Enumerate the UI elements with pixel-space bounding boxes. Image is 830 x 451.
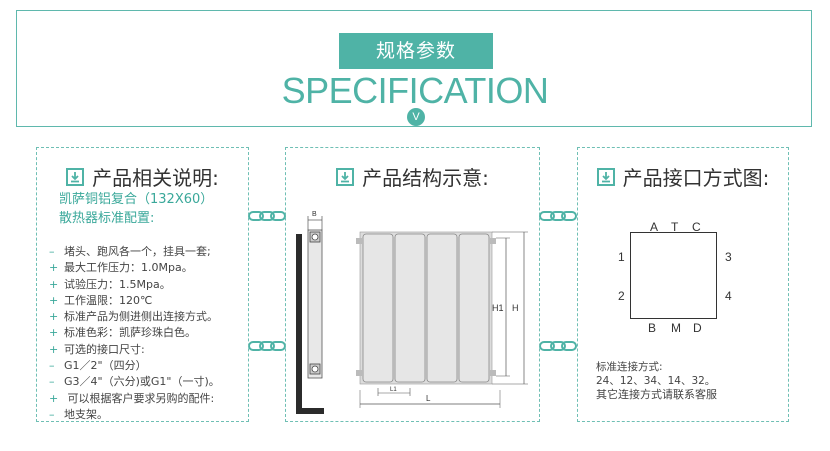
chain-link-icon bbox=[248, 211, 286, 221]
radiator-drawing: B H1 H L1 L bbox=[296, 211, 528, 414]
dim-label-h1: H1 bbox=[492, 303, 504, 313]
list-item: –地支架。 bbox=[49, 407, 108, 421]
port-label-3: 3 bbox=[725, 250, 732, 264]
list-item: +试验压力：1.5Mpa。 bbox=[49, 277, 171, 291]
subtitle-line: 凯萨铜铝复合（132X60） bbox=[59, 192, 214, 207]
download-icon bbox=[66, 167, 85, 186]
chain-link-icon bbox=[248, 341, 286, 351]
port-label-d: D bbox=[693, 321, 702, 335]
standard-connection-text: 标准连接方式: 24、12、34、14、32。 其它连接方式请联系客服 bbox=[596, 360, 717, 402]
list-item: +最大工作压力：1.0Mpa。 bbox=[49, 261, 193, 275]
download-icon bbox=[336, 167, 355, 186]
spec-list: –堵头、跑风各一个，挂具一套; +最大工作压力：1.0Mpa。 +试验压力：1.… bbox=[49, 244, 220, 423]
v-badge-icon: V bbox=[407, 108, 425, 126]
port-label-a: A bbox=[650, 220, 659, 234]
panel-heading-text: 产品结构示意: bbox=[362, 166, 489, 190]
list-item: + 可以根据客户要求另购的配件: bbox=[49, 391, 215, 405]
chain-link-icon bbox=[539, 211, 577, 221]
list-item: +标准色彩：凯萨珍珠白色。 bbox=[49, 326, 196, 340]
std-line: 24、12、34、14、32。 bbox=[596, 375, 716, 387]
panel-connection-methods: 产品接口方式图: A T C B M D 1 2 3 4 标准连接方式: 24、… bbox=[577, 147, 789, 422]
panel-heading-text: 产品相关说明: bbox=[92, 166, 219, 190]
panel-heading: 产品接口方式图: bbox=[578, 162, 788, 191]
std-line: 其它连接方式请联系客服 bbox=[596, 388, 717, 401]
list-item: +工作温限：120℃ bbox=[49, 293, 153, 307]
panel-heading: 产品结构示意: bbox=[286, 162, 539, 191]
dim-label-h: H bbox=[512, 303, 519, 313]
panel-heading: 产品相关说明: bbox=[37, 162, 248, 191]
download-icon bbox=[596, 167, 615, 186]
dim-label-l: L bbox=[426, 394, 431, 403]
port-label-1: 1 bbox=[618, 250, 625, 264]
subtitle-line: 散热器标准配置: bbox=[59, 211, 155, 226]
panel-subtitle: 凯萨铜铝复合（132X60） 散热器标准配置: bbox=[59, 190, 213, 228]
list-item: +标准产品为侧进侧出连接方式。 bbox=[49, 310, 218, 324]
list-item: –G1／2"（四分） bbox=[49, 359, 147, 373]
title-en: SPECIFICATION bbox=[281, 70, 549, 111]
chain-link-icon bbox=[539, 341, 577, 351]
dim-label-b: B bbox=[312, 211, 317, 218]
connection-diagram-square bbox=[630, 232, 717, 319]
port-label-4: 4 bbox=[725, 289, 732, 303]
panel-product-description: 产品相关说明: 凯萨铜铝复合（132X60） 散热器标准配置: –堵头、跑风各一… bbox=[36, 147, 249, 422]
port-label-b: B bbox=[648, 321, 657, 335]
port-label-t: T bbox=[671, 220, 679, 234]
panel-heading-text: 产品接口方式图: bbox=[622, 166, 770, 190]
list-item: –堵头、跑风各一个，挂具一套; bbox=[49, 245, 211, 258]
port-label-2: 2 bbox=[618, 289, 625, 303]
port-label-m: M bbox=[671, 321, 681, 335]
port-label-c: C bbox=[692, 220, 701, 234]
list-item: +可选的接口尺寸: bbox=[49, 342, 145, 356]
dim-label-l1: L1 bbox=[390, 387, 397, 393]
title-cn: 规格参数 bbox=[339, 33, 493, 69]
std-line: 标准连接方式: bbox=[596, 361, 663, 373]
panel-product-structure: 产品结构示意: B H1 H bbox=[285, 147, 540, 422]
list-item: –G3／4"（六分)或G1"（一寸)。 bbox=[49, 375, 220, 389]
header-frame bbox=[16, 10, 812, 127]
